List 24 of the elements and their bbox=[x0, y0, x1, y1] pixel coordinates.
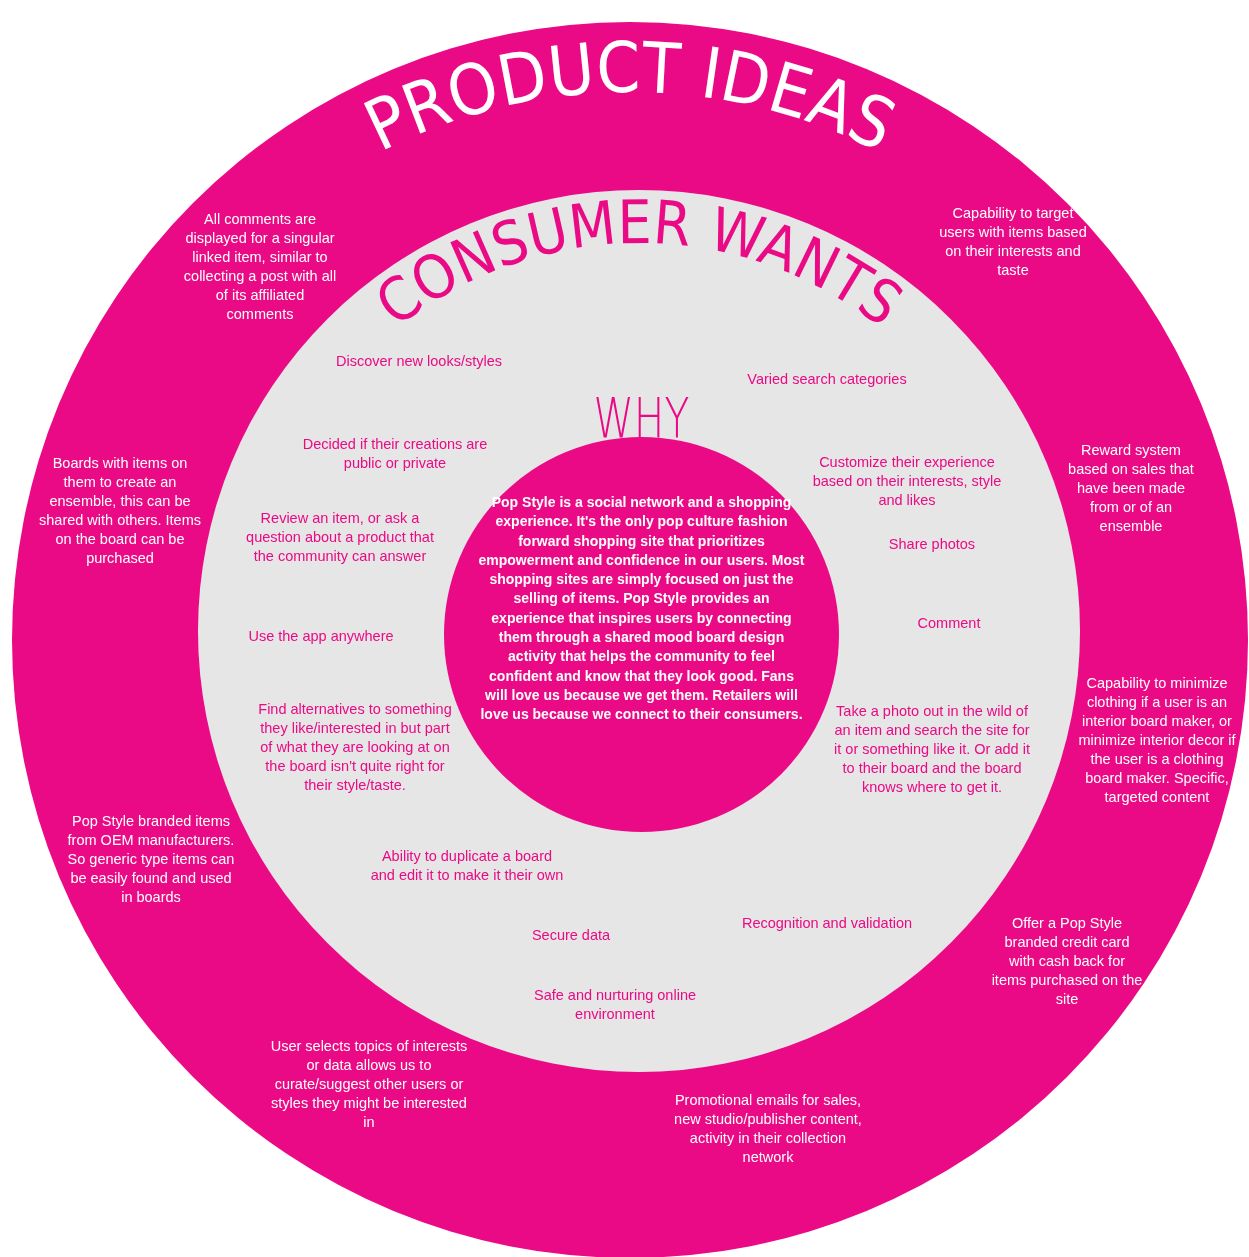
consumer-want-text: Find alternatives to something they like/interested in but part of what they are looking at on the board isn't quite right for their style/taste. bbox=[257, 700, 453, 795]
consumer-want-text: Safe and nurturing online environment bbox=[532, 986, 697, 1024]
product-idea-text: Capability to target users with items based on their interests and taste bbox=[938, 204, 1088, 280]
product-idea-text: All comments are displayed for a singular linked item, similar to collecting a post with all of its affiliated comments bbox=[182, 210, 338, 324]
product-idea-text: Boards with items on them to create an ensemble, this can be shared with others. Items on the board can be purchased bbox=[38, 454, 202, 568]
consumer-want-text: Review an item, or ask a question about a product that the community can answer bbox=[245, 509, 435, 566]
consumer-want-text: Decided if their creations are public or private bbox=[301, 435, 489, 473]
consumer-want-text: Recognition and validation bbox=[740, 914, 914, 933]
ring-title: PRODUCT IDEAS bbox=[352, 26, 908, 168]
product-idea-text: Reward system based on sales that have been made from or of an ensemble bbox=[1067, 441, 1195, 536]
consumer-want-text: Varied search categories bbox=[746, 370, 908, 389]
product-idea-text: Pop Style branded items from OEM manufacturers. So generic type items can be easily found and used in boards bbox=[66, 812, 236, 907]
consumer-want-text: Secure data bbox=[530, 926, 612, 945]
product-idea-text: Promotional emails for sales, new studio/publisher content, activity in their collection network bbox=[673, 1091, 863, 1167]
consumer-want-text: Ability to duplicate a board and edit it to make it their own bbox=[369, 847, 565, 885]
consumer-want-text: Customize their experience based on their interests, style and likes bbox=[811, 453, 1003, 510]
consumer-want-text: Discover new looks/styles bbox=[335, 352, 503, 371]
product-idea-text: Capability to minimize clothing if a user is an interior board maker, or minimize interior decor if the user is a clothing board maker. Specific, targeted content bbox=[1077, 674, 1237, 807]
consumer-want-text: Share photos bbox=[887, 535, 977, 554]
product-idea-text: User selects topics of interests or data allows us to curate/suggest other users or styles they might be interested in bbox=[269, 1037, 469, 1132]
product-idea-text: Offer a Pop Style branded credit card with cash back for items purchased on the site bbox=[991, 914, 1143, 1009]
consumer-want-text: Use the app anywhere bbox=[247, 627, 395, 646]
consumer-want-text: Take a photo out in the wild of an item and search the site for it or something like it. Or add it to their board and the board knows where to get it. bbox=[833, 702, 1031, 797]
consumer-want-text: Comment bbox=[916, 614, 982, 633]
